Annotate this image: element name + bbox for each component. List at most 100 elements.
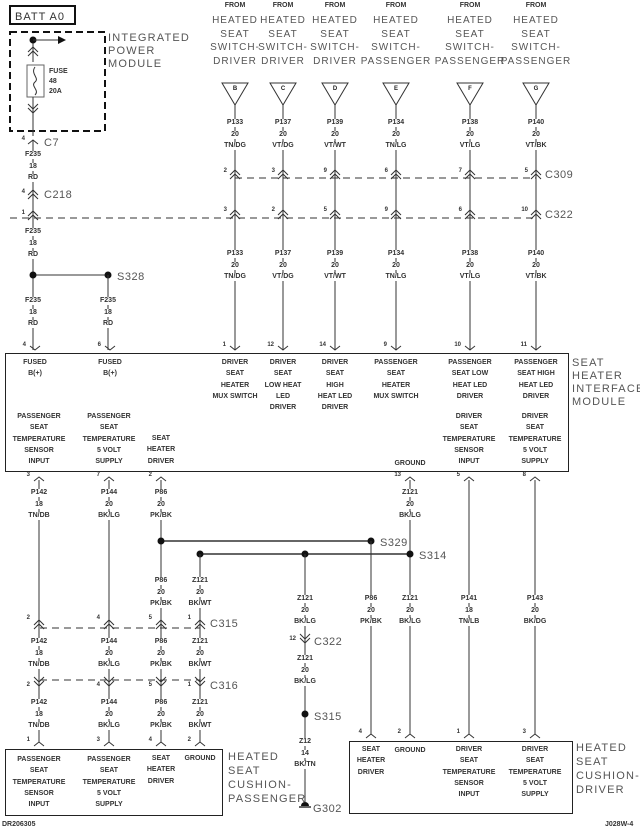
wire-label: VT/DG <box>271 142 295 150</box>
wire-label: PK/BK <box>149 661 173 669</box>
module-pin-number: 1 <box>222 342 226 348</box>
connector-icon <box>27 50 39 57</box>
connector-icon <box>277 213 289 220</box>
pin-icon <box>404 733 416 739</box>
cushion-pin-label: SEAT <box>360 746 382 754</box>
wire-label: P134 <box>386 250 406 258</box>
switch-title-line: SEAT <box>455 28 485 40</box>
wire-label: 20 <box>405 606 415 615</box>
connector-icon <box>329 213 341 220</box>
module-pin-label: MUX SWITCH <box>373 392 419 400</box>
wire-label: 20 <box>278 130 288 139</box>
fuse-label: FUSE <box>49 68 68 75</box>
module-pin-label: GROUND <box>393 460 427 468</box>
wire-label: 20 <box>104 500 114 509</box>
cushion-pin-label: SUPPLY <box>94 801 124 810</box>
pin-icon <box>329 345 341 351</box>
wire-label: 14 <box>300 749 310 758</box>
wire-label: P133 <box>225 119 245 127</box>
wire-label: VT/LG <box>458 142 482 150</box>
module-pin-label: SEAT LOW <box>451 370 489 378</box>
cushion-pin-label: TEMPERATURE <box>11 778 67 787</box>
f235-wire-label: F235 <box>24 297 42 305</box>
c316-pin-number: 5 <box>148 682 152 688</box>
switch-title-line: PASSENGER <box>500 55 572 67</box>
fuse-element-icon <box>33 66 37 96</box>
module-title-line: SEAT <box>572 357 605 369</box>
connector-icon <box>33 619 45 626</box>
pin-icon <box>194 741 206 747</box>
connector-icon <box>27 46 39 53</box>
module-pin-label: TEMPERATURE <box>507 435 563 444</box>
connector-icon <box>329 169 341 176</box>
module-pin-label: LED <box>276 392 290 400</box>
module-pin-label: SEAT HIGH <box>517 370 555 378</box>
wire-label: 18 <box>34 710 44 719</box>
wire-label: 20 <box>278 261 288 270</box>
module-pin-label: INPUT <box>27 458 51 467</box>
connector-icon <box>27 189 39 196</box>
c309-label: C309 <box>545 169 574 181</box>
switch-title-line: SWITCH- <box>310 42 360 53</box>
switch-title-line: HEATED <box>212 15 258 26</box>
wire-label: P144 <box>99 638 119 646</box>
cavity-triangle-icon <box>321 82 349 106</box>
module-pin-label: HIGH <box>326 381 344 389</box>
wire-label: P133 <box>225 250 245 258</box>
wire-label: BK/WT <box>187 722 213 730</box>
wire-label: BK/LG <box>398 618 422 626</box>
cushion-pin-number: 1 <box>26 737 30 743</box>
cushion-pin-label: TEMPERATURE <box>81 778 137 787</box>
pin-icon <box>33 741 45 747</box>
wire-label: 20 <box>465 261 475 270</box>
c322-pin-number: 1 <box>21 210 25 216</box>
pin-icon <box>103 741 115 747</box>
module-pin-number: 10 <box>454 342 461 348</box>
footer-left-code: DR206305 <box>2 821 36 828</box>
module-pin-number: 9 <box>383 342 387 348</box>
c309-pin-number: 7 <box>458 168 462 174</box>
module-pin-label: DRIVER <box>321 359 349 366</box>
pin-icon <box>277 345 289 351</box>
cushion-pin-label: SEAT <box>150 755 172 763</box>
splice-dot <box>157 537 165 545</box>
switch-title-line: HEATED <box>260 15 306 26</box>
cavity-letter: C <box>280 86 286 92</box>
ipm-title-line: POWER <box>108 45 156 57</box>
connector-icon <box>277 209 289 216</box>
switch-title-line: SWITCH- <box>210 42 260 53</box>
wire-label: P137 <box>273 119 293 127</box>
cavity-triangle-icon <box>269 82 297 106</box>
module-pin-label: HEATER <box>145 446 177 455</box>
switch-title-line: SEAT <box>220 28 250 40</box>
module-pin-label: DRIVER <box>522 392 550 400</box>
wire-label: 20 <box>330 130 340 139</box>
wire-label: P142 <box>29 699 49 707</box>
pin-icon <box>464 345 476 351</box>
wire-label: P140 <box>526 119 546 127</box>
switch-title-line: SEAT <box>521 28 551 40</box>
switch-title-line: SEAT <box>381 28 411 40</box>
wire-label: 20 <box>330 261 340 270</box>
connector-icon <box>390 169 402 176</box>
module-pin-label: B(+) <box>28 370 42 378</box>
module-pin-number: 2 <box>148 472 152 478</box>
module-pin-label: SEAT <box>386 370 406 378</box>
connector-icon <box>103 676 115 683</box>
switch-title-line: DRIVER <box>261 55 305 67</box>
footer-right-code: J028W-4 <box>605 821 634 828</box>
c322-label: C322 <box>314 636 343 648</box>
connector-icon <box>530 173 542 180</box>
c322-pin-number: 3 <box>223 207 227 213</box>
module-title-line: INTERFACE <box>572 383 640 395</box>
connector-icon <box>103 680 115 687</box>
wire-label: 20 <box>530 606 540 615</box>
c309-pin-number: 2 <box>223 168 227 174</box>
module-pin-label: 5 VOLT <box>522 446 548 455</box>
from-label: FROM <box>384 2 408 10</box>
cavity-triangle-icon <box>456 82 484 106</box>
wire-label: P86 <box>153 577 169 585</box>
module-pin-number: 6 <box>97 342 101 348</box>
cushion-pin-label: SEAT <box>98 767 120 776</box>
cushion-pin-label: SEAT <box>458 757 480 766</box>
